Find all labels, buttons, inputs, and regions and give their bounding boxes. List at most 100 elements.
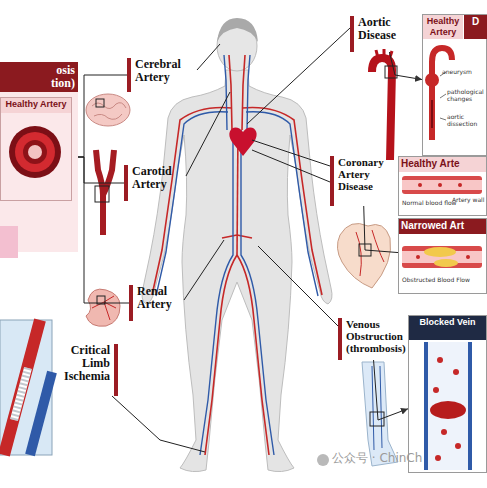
healthy-artery-art [402,180,482,190]
leader-lines [186,92,230,176]
artery-label: Renal Artery [129,285,184,321]
connector-line [78,75,127,157]
panel-background [9,126,61,178]
leader-lines [247,28,350,124]
aortic-inset-art [431,100,433,128]
veins [156,112,228,296]
blocked-vein-art [426,342,470,470]
kidney-illustration [92,296,116,320]
limb-inset [14,368,28,420]
narrowed-artery-art [424,247,456,257]
panel-background [0,226,18,258]
artery-label: Critical Limb Ischemia [56,344,118,396]
coronary-heart-illustration [356,230,384,276]
box-heading: Healthy Arte [399,157,486,172]
veins [200,130,233,455]
leg-illustration [370,412,384,426]
human-body [142,70,332,472]
panel-background [15,132,55,172]
connector-line [374,360,408,420]
artery-label: Carotid Artery [124,165,186,201]
box-heading: Narrowed Art [399,219,486,234]
narrowed-artery-art [402,246,482,268]
heart [229,127,256,156]
blocked-vein-art [426,342,470,470]
leader-lines [252,150,330,182]
veins [246,112,318,296]
blocked-vein-art [426,342,470,470]
veins [241,130,274,455]
carotid-illustration [95,150,114,235]
panel-background [0,62,78,258]
annotation: aortic dissection [447,113,485,127]
aorta-illustration [376,49,392,60]
label-text: Aortic Disease [358,16,420,42]
healthy-artery-art [402,176,482,194]
aorta-illustration [385,66,397,78]
brain-illustration [96,99,104,107]
connector-line [78,157,124,183]
box-heading: osis tion) [0,62,78,92]
disease-panel: osis tion) Healthy Artery [0,62,78,252]
blocked-vein-art [430,401,466,419]
panel-background [28,145,42,159]
limb-inset [0,320,52,455]
limb-inset [14,368,28,420]
disease-label: Aortic Disease [350,16,420,52]
arteries [152,108,232,296]
aorta-illustration [372,49,397,160]
inset-box: Healthy Arte [398,156,487,216]
label-text: Venous Obstruction (thrombosis) [346,318,406,354]
healthy-artery-art [418,183,422,187]
leg-illustration [372,366,382,450]
carotid-illustration [95,186,109,202]
label-text: Coronary Artery Disease [338,156,396,192]
coronary-heart-illustration [337,223,390,288]
leader-lines [252,140,330,166]
limb-inset [0,320,52,455]
blocked-vein-art [453,369,459,375]
arteries [222,235,252,238]
leader-lines [258,246,338,326]
label-text: Carotid Artery [132,165,186,191]
healthy-artery-art [438,183,442,187]
human-body [142,18,332,472]
annotation: Obstructed Blood Flow [402,276,486,283]
arteries [152,55,322,455]
artery-label: Cerebral Artery [127,58,197,92]
box-heading: Healthy Artery [423,15,463,39]
leg-illustration [362,362,398,466]
box-heading: Healthy Artery [1,98,71,113]
watermark: 公众号 · ChinCh [332,452,487,465]
aortic-inset-art [425,73,439,87]
blocked-vein-art [455,443,461,449]
narrowed-artery-art [416,255,420,259]
blocked-vein-art [433,387,439,393]
aortic-inset-art [440,72,446,120]
watermark-icon [317,454,329,466]
limb-inset [30,372,52,455]
watermark-icon [317,454,329,466]
box-heading: Blocked Vein [409,316,486,340]
coronary-heart-illustration [359,244,371,256]
leader-lines [197,44,220,70]
coronary-heart-illustration [337,223,390,288]
annotation: Artery wall [452,196,486,203]
annotation: pathological changes [447,88,485,102]
brain-illustration [86,94,130,126]
box-heading: D [464,15,487,39]
panel-background [23,140,47,164]
veins [224,55,227,130]
arteries [242,55,245,130]
brain-illustration [86,94,130,126]
carotid-illustration [96,150,114,235]
leader-lines [112,396,205,452]
narrowed-artery-art [434,259,458,267]
healthy-artery-art [402,176,482,194]
brain-illustration [92,103,126,120]
annotation: aneurysm [442,68,484,75]
human-body [217,18,258,42]
